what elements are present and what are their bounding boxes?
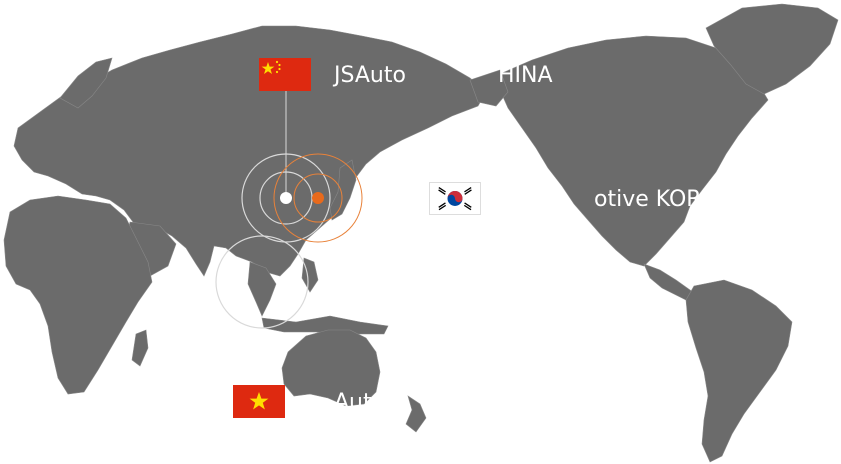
korea-label: otive KOR [594, 187, 702, 212]
china-label: JSAuto [332, 63, 406, 88]
vietnam-label: Aut [334, 390, 372, 415]
africa-landmass [3, 195, 153, 395]
north-america-landmass [499, 35, 769, 267]
vietnam-flag-icon[interactable] [233, 385, 285, 418]
vietnam-ring [215, 235, 309, 329]
japan-landmass [329, 159, 357, 221]
southeast-asia-landmass [247, 261, 277, 317]
indonesia-islands [261, 315, 389, 335]
australia-landmass [281, 329, 381, 407]
alaska-landmass [469, 69, 509, 107]
korea-ring-outer [273, 153, 363, 243]
philippines-islands [301, 257, 319, 293]
china-marker-dot[interactable] [280, 192, 292, 204]
eurasia-landmass [13, 25, 487, 277]
greenland-landmass [705, 3, 839, 95]
madagascar-landmass [131, 329, 149, 367]
scandinavia-landmass [59, 57, 113, 109]
china-ring-outer [241, 153, 331, 243]
china-flag-icon[interactable] [259, 58, 311, 91]
korea-marker-dot[interactable] [312, 192, 324, 204]
new-zealand-landmass [405, 395, 427, 433]
south-america-landmass [685, 279, 793, 463]
korea-ring-inner [293, 173, 343, 223]
china-label-tail: HINA [498, 63, 553, 88]
south-korea-flag-icon[interactable] [429, 182, 481, 215]
